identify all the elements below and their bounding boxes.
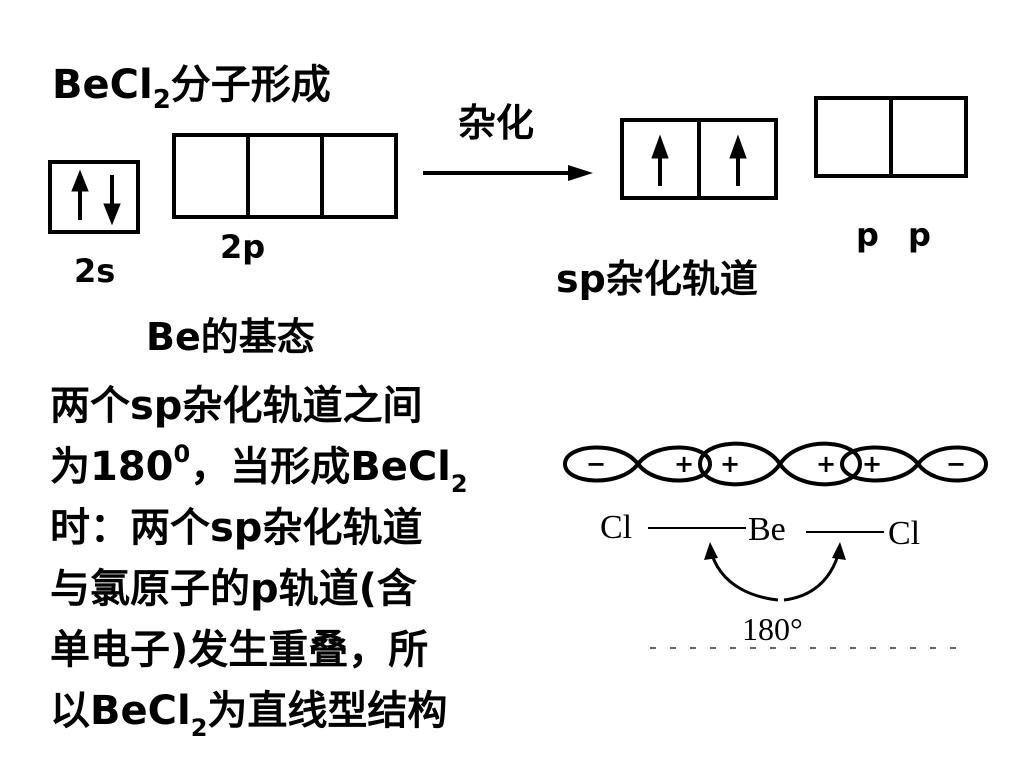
paragraph-line: 为1800，当形成BeCl2 <box>50 440 468 498</box>
hybridization-label: 杂化 <box>458 101 535 145</box>
2s-orbital-box <box>48 160 140 234</box>
cl-p-lobe-right-outer <box>915 445 989 483</box>
paragraph-line: 单电子)发生重叠，所 <box>50 627 429 673</box>
lobe-sign: − <box>946 450 966 478</box>
lobe-sign: + <box>862 450 882 478</box>
lobe-sign: + <box>720 450 740 478</box>
p-label-2: p <box>908 216 931 254</box>
2p-orbital-box <box>172 133 398 219</box>
becl2-overlap-diagram: − + + + + − Cl Be Cl 180° <box>562 441 989 649</box>
page-title: BeCl2分子形成 <box>52 62 331 115</box>
paragraph-line: 以BeCl2为直线型结构 <box>50 688 448 742</box>
lobe-sign: + <box>674 450 694 478</box>
be-sp-lobe-left <box>697 441 783 487</box>
ground-state-orbitals <box>48 133 398 234</box>
angle-label: 180° <box>742 611 803 647</box>
left-cl-atom-label: Cl <box>600 509 632 546</box>
paragraph-line: 与氯原子的p轨道(含 <box>50 566 417 612</box>
paragraph-line: 两个sp杂化轨道之间 <box>50 383 423 429</box>
up-arrow-icon <box>729 134 747 186</box>
be-atom-label: Be <box>748 511 786 548</box>
up-arrow-icon <box>651 134 669 186</box>
lobe-sign: − <box>586 450 606 478</box>
right-cl-atom-label: Cl <box>888 515 920 552</box>
ground-state-caption: Be的基态 <box>146 315 315 359</box>
explanation-paragraph: 两个sp杂化轨道之间 为1800，当形成BeCl2 时：两个sp杂化轨道 与氯原… <box>50 376 530 742</box>
angle-arc-icon <box>708 547 842 602</box>
be-sp-lobe-right <box>777 441 863 487</box>
sp-orbital-caption: sp杂化轨道 <box>556 257 758 301</box>
hybrid-orbitals <box>620 96 968 200</box>
cl-p-lobe-right-inner <box>839 445 921 483</box>
2s-label: 2s <box>74 252 116 290</box>
p-label-1: p <box>856 216 879 254</box>
up-arrow-icon <box>71 169 89 220</box>
2p-label: 2p <box>220 228 266 266</box>
lobe-sign: + <box>816 450 836 478</box>
hybridization-arrow-icon <box>423 165 593 181</box>
cl-p-lobe-left-outer <box>562 445 641 483</box>
paragraph-line: 时：两个sp杂化轨道 <box>50 505 423 551</box>
down-arrow-icon <box>103 175 121 226</box>
cl-p-lobe-left-inner <box>635 445 713 483</box>
